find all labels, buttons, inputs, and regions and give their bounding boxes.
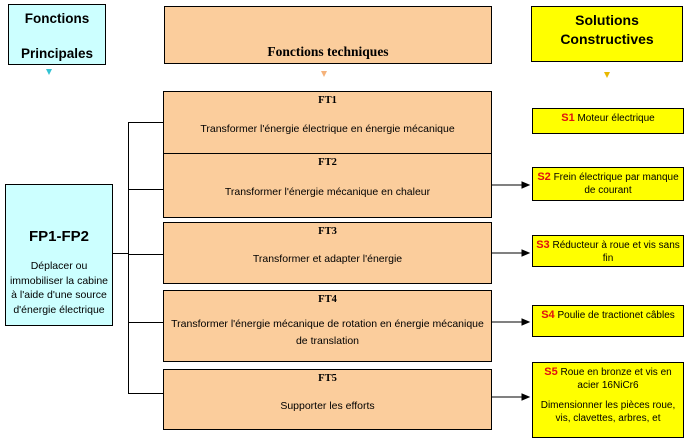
solution-box-s2: S2 Frein électrique par manque de couran…	[532, 167, 684, 201]
solution-text: Réducteur à roue et vis sans fin	[549, 240, 680, 264]
fp-title: FP1-FP2	[28, 228, 89, 245]
fp-description: Déplacer ou immobiliser la cabine à l'ai…	[9, 260, 109, 316]
ft-code: FT1	[318, 95, 337, 106]
solution-text: Moteur électrique	[574, 113, 655, 124]
branch-line-ft4	[128, 322, 163, 323]
ft-header-arrow-icon	[321, 71, 327, 77]
ft-code: FT5	[318, 373, 337, 384]
ft-box-4: FT4 Transformer l'énergie mécanique de r…	[163, 290, 492, 362]
branch-line-ft1	[128, 122, 163, 123]
arrow-head-icon	[521, 249, 531, 257]
header-fonctions-techniques: Fonctions techniques	[164, 6, 492, 64]
ft-label: Supporter les efforts	[280, 400, 375, 412]
solution-text: Frein électrique par manque de courant	[550, 172, 679, 196]
ft-box-5: FT5 Supporter les efforts	[163, 369, 492, 430]
solution-box-s1: S1 Moteur électrique	[532, 108, 684, 134]
arrow-head-icon	[521, 181, 531, 189]
ft-label: Transformer l'énergie mécanique en chale…	[224, 186, 431, 198]
header-fp-line1: Fonctions	[24, 11, 90, 26]
ft-box-2: FT2 Transformer l'énergie mécanique en c…	[163, 153, 492, 218]
header-ft-label: Fonctions techniques	[267, 44, 389, 59]
branch-line-ft2	[128, 189, 163, 190]
ft-label: Transformer et adapter l'énergie	[252, 253, 403, 265]
ft-code: FT2	[318, 157, 337, 168]
sc-header-arrow-icon	[604, 72, 610, 78]
header-solutions-constructives: Solutions Constructives	[531, 6, 683, 62]
ft-label: Transformer l'énergie électrique en éner…	[200, 123, 455, 135]
header-sc-line2: Constructives	[560, 31, 654, 47]
solution-box-s4: S4 Poulie de tractionet câbles	[532, 305, 684, 337]
arrow-head-icon	[521, 393, 531, 401]
solution-box-s5: S5 Roue en bronze et vis en acier 16NiCr…	[532, 362, 684, 438]
solution-text: Poulie de tractionet câbles	[554, 310, 675, 321]
ft-box-1: FT1 Transformer l'énergie électrique en …	[163, 91, 492, 154]
solution-extra-text: Dimensionner les pièces roue, vis, clave…	[540, 400, 676, 424]
header-sc-line1: Solutions	[575, 12, 639, 28]
solution-number: S4	[541, 309, 555, 321]
ft-code: FT4	[318, 294, 337, 305]
branch-line-ft5	[128, 393, 163, 394]
solution-number: S3	[536, 239, 550, 251]
ft-box-3: FT3 Transformer et adapter l'énergie	[163, 222, 492, 284]
ft-label: Transformer l'énergie mécanique de rotat…	[171, 318, 484, 347]
solution-number: S2	[537, 171, 551, 183]
ft-code: FT3	[318, 226, 337, 237]
arrow-head-icon	[521, 318, 531, 326]
fp-connector-line	[113, 253, 128, 254]
branch-line-ft3	[128, 254, 163, 255]
bracket-vertical-line	[128, 122, 129, 393]
solution-number: S5	[544, 366, 558, 378]
fp-header-arrow-icon	[46, 69, 52, 75]
header-fonctions-principales: Fonctions Principales	[8, 4, 106, 65]
header-fp-line2: Principales	[20, 46, 94, 61]
fp-box: FP1-FP2 Déplacer ou immobiliser la cabin…	[5, 184, 113, 326]
solution-number: S1	[561, 112, 575, 124]
solution-box-s3: S3 Réducteur à roue et vis sans fin	[532, 235, 684, 267]
solution-text: Roue en bronze et vis en acier 16NiCr6	[557, 367, 672, 391]
